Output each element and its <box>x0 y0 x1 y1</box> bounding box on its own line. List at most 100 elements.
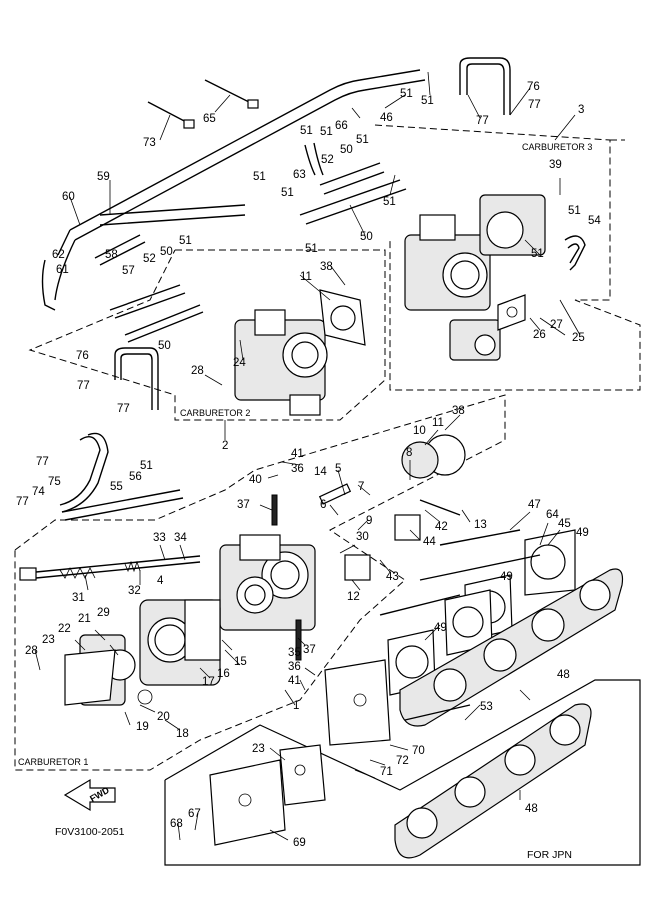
callout: 55 <box>110 481 123 493</box>
callout: 51 <box>320 126 333 138</box>
callout: 70 <box>412 745 425 757</box>
misc-parts <box>63 434 541 812</box>
callout: 61 <box>56 264 69 276</box>
callout: 9 <box>366 515 372 527</box>
callout: 32 <box>128 585 141 597</box>
callout: 57 <box>122 265 135 277</box>
callout: 30 <box>356 531 369 543</box>
callout: 36 <box>288 661 301 673</box>
callout: 77 <box>16 496 29 508</box>
callout: 77 <box>476 115 489 127</box>
callout: 41 <box>291 448 304 460</box>
callout: 72 <box>396 755 409 767</box>
callout: 17 <box>202 676 215 688</box>
callout: 3 <box>578 104 584 116</box>
callout: 51 <box>400 88 413 100</box>
callout: 73 <box>143 137 156 149</box>
callout: 76 <box>76 350 89 362</box>
callout: 50 <box>340 144 353 156</box>
callout: 46 <box>380 112 393 124</box>
callout: 51 <box>253 171 266 183</box>
callout: 5 <box>335 463 341 475</box>
callout: 62 <box>52 249 65 261</box>
callout: 1 <box>293 700 299 712</box>
hoses-and-tubes <box>41 57 586 521</box>
callout: 77 <box>36 456 49 468</box>
callout: 38 <box>320 261 333 273</box>
callout: 11 <box>432 417 444 429</box>
label-carburetor-1: CARBURETOR 1 <box>18 757 88 767</box>
callout: 68 <box>170 818 183 830</box>
callout: 26 <box>533 329 546 341</box>
callout: 33 <box>153 532 166 544</box>
callout: 51 <box>568 205 581 217</box>
callout: 51 <box>140 460 153 472</box>
callout: 49 <box>434 622 447 634</box>
callout: 40 <box>249 474 262 486</box>
callout: 28 <box>191 365 204 377</box>
callout: 50 <box>360 231 373 243</box>
callout: 71 <box>380 766 393 778</box>
callout: 18 <box>176 728 189 740</box>
label-carburetor-2: CARBURETOR 2 <box>180 408 250 418</box>
callout: 66 <box>335 120 348 132</box>
callout: 64 <box>546 509 559 521</box>
callout: 7 <box>358 481 364 493</box>
callout: 51 <box>383 196 396 208</box>
callout: 44 <box>423 536 436 548</box>
callout: 47 <box>528 499 541 511</box>
callout: 29 <box>97 607 110 619</box>
callout: 6 <box>320 499 326 511</box>
carburetor-1-body <box>64 534 316 706</box>
manifold-plate-jpn <box>394 703 592 859</box>
callout: 75 <box>48 476 61 488</box>
callout: 51 <box>179 235 192 247</box>
callout: 51 <box>531 248 544 260</box>
callout: 77 <box>528 99 541 111</box>
callout: 60 <box>62 191 75 203</box>
throttle-screw-31 <box>19 555 201 581</box>
callout: 8 <box>406 447 412 459</box>
callout-numbers: 51 76 77 3 51 65 46 66 77 51 73 51 51 39… <box>16 81 601 849</box>
assembly-frames <box>14 124 641 866</box>
callout: 31 <box>72 592 85 604</box>
carburetor-3-body <box>404 194 546 361</box>
callout: 24 <box>233 357 246 369</box>
callout: 35 <box>288 647 301 659</box>
callout: 54 <box>588 215 601 227</box>
callout: 51 <box>281 187 294 199</box>
callout: 25 <box>572 332 585 344</box>
intake-gaskets <box>387 529 624 727</box>
callout: 74 <box>32 486 45 498</box>
callout: 51 <box>421 95 434 107</box>
callout: 28 <box>25 645 38 657</box>
callout: 45 <box>558 518 571 530</box>
callout: 38 <box>452 405 465 417</box>
callout: 23 <box>42 634 55 646</box>
callout: 77 <box>117 403 130 415</box>
callout: 51 <box>356 134 369 146</box>
callout: 37 <box>303 644 316 656</box>
callout: 13 <box>474 519 487 531</box>
callout: 2 <box>222 440 228 452</box>
callout: 16 <box>217 668 230 680</box>
callout: 10 <box>413 425 426 437</box>
callout: 53 <box>480 701 493 713</box>
callout: 65 <box>203 113 216 125</box>
callout: 69 <box>293 837 306 849</box>
callout: 34 <box>174 532 187 544</box>
callout: 15 <box>234 656 247 668</box>
callout: 52 <box>321 154 334 166</box>
callout: 51 <box>305 243 318 255</box>
callout: 23 <box>252 743 265 755</box>
callout: 48 <box>557 669 570 681</box>
callout: 52 <box>143 253 156 265</box>
callout: 21 <box>78 613 91 625</box>
leader-lines <box>34 71 581 841</box>
callout: 36 <box>291 463 304 475</box>
callout: 49 <box>500 571 513 583</box>
figure-code: F0V3100-2051 <box>55 826 125 838</box>
callout: 12 <box>347 591 360 603</box>
callout: 43 <box>386 571 399 583</box>
